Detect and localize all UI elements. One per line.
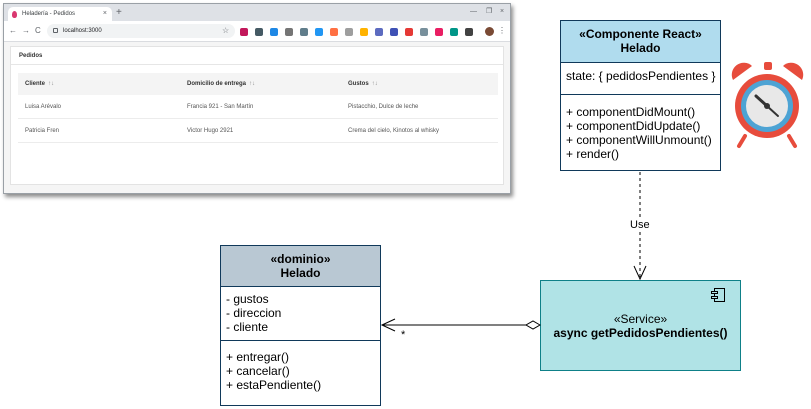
- class-header: «dominio» Helado: [221, 246, 380, 287]
- service-stereotype: «Service»: [613, 312, 668, 326]
- table-row[interactable]: Luisa Arévalo Francia 921 - San Martín P…: [18, 95, 498, 119]
- class-stereotype: «Componente React»: [579, 27, 702, 41]
- extension-icon[interactable]: [300, 28, 308, 36]
- close-window-button[interactable]: ×: [500, 8, 505, 15]
- sort-icon[interactable]: ↑↓: [249, 81, 256, 87]
- browser-screenshot: Heladería - Pedidos × + — ❐ × ← → C loca…: [3, 3, 511, 194]
- extension-icon[interactable]: [240, 28, 248, 36]
- attribute: state: { pedidosPendientes }: [566, 69, 716, 83]
- extension-icon[interactable]: [375, 28, 383, 36]
- class-attributes: - gustos - direccion - cliente: [221, 287, 380, 341]
- class-header: «Componente React» Helado: [561, 21, 720, 63]
- service-component[interactable]: «Service» async getPedidosPendientes(): [540, 280, 741, 371]
- extension-icon[interactable]: [330, 28, 338, 36]
- operation: + entregar(): [226, 350, 290, 364]
- info-icon[interactable]: [53, 28, 58, 33]
- attribute: - cliente: [226, 320, 269, 334]
- browser-toolbar: ← → C localhost:3000 ☆ ⋮: [4, 21, 510, 42]
- minimize-button[interactable]: —: [470, 8, 477, 15]
- sort-icon[interactable]: ↑↓: [48, 81, 55, 87]
- orders-card: Pedidos Cliente↑↓ Domicilio de entrega↑↓…: [10, 46, 504, 185]
- extension-icon[interactable]: [390, 28, 398, 36]
- tab-title: Heladería - Pedidos: [22, 11, 76, 17]
- tab-bar: Heladería - Pedidos × + — ❐ ×: [4, 4, 510, 21]
- cell-cliente: Luisa Arévalo: [25, 104, 62, 110]
- service-name: async getPedidosPendientes(): [553, 326, 728, 340]
- operation: + cancelar(): [226, 364, 290, 378]
- alarm-clock-icon: [731, 62, 804, 148]
- extension-icon[interactable]: [450, 28, 458, 36]
- address-bar[interactable]: localhost:3000: [47, 24, 235, 38]
- browser-tab[interactable]: Heladería - Pedidos ×: [8, 7, 112, 21]
- operation: + componentWillUnmount(): [566, 133, 712, 147]
- column-header-cliente[interactable]: Cliente↑↓: [25, 81, 55, 87]
- class-name: Helado: [280, 266, 321, 280]
- class-operations: + entregar() + cancelar() + estaPendient…: [221, 341, 380, 392]
- card-title: Pedidos: [19, 53, 43, 59]
- use-label: Use: [629, 219, 651, 231]
- extension-icon[interactable]: [360, 28, 368, 36]
- cell-domicilio: Victor Hugo 2921: [187, 128, 234, 134]
- extension-icon[interactable]: [435, 28, 443, 36]
- class-name: Helado: [620, 41, 661, 55]
- cell-cliente: Patricia Fren: [25, 128, 60, 134]
- extension-icon[interactable]: [420, 28, 428, 36]
- class-stereotype: «dominio»: [270, 252, 331, 266]
- card-divider: [11, 64, 503, 65]
- react-component-class[interactable]: «Componente React» Helado state: { pedid…: [560, 20, 721, 171]
- operation: + componentDidMount(): [566, 105, 696, 119]
- extension-icon[interactable]: [315, 28, 323, 36]
- table-row[interactable]: Patricia Fren Victor Hugo 2921 Crema del…: [18, 119, 498, 143]
- browser-menu-icon[interactable]: ⋮: [498, 26, 506, 35]
- tab-close-icon[interactable]: ×: [102, 10, 107, 17]
- cell-domicilio: Francia 921 - San Martín: [187, 104, 254, 110]
- column-header-domicilio[interactable]: Domicilio de entrega↑↓: [187, 81, 256, 87]
- table-header: Cliente↑↓ Domicilio de entrega↑↓ Gustos↑…: [18, 73, 498, 95]
- attribute: - direccion: [226, 306, 282, 320]
- column-header-gustos[interactable]: Gustos↑↓: [348, 81, 378, 87]
- extension-icon[interactable]: [255, 28, 263, 36]
- profile-avatar[interactable]: [485, 27, 494, 36]
- operation: + render(): [566, 147, 620, 161]
- back-button[interactable]: ←: [9, 26, 17, 35]
- sort-icon[interactable]: ↑↓: [371, 81, 378, 87]
- class-attributes: state: { pedidosPendientes }: [561, 63, 720, 95]
- extension-icon[interactable]: [465, 28, 473, 36]
- extension-icon[interactable]: [405, 28, 413, 36]
- operation: + componentDidUpdate(): [566, 119, 701, 133]
- operation: + estaPendiente(): [226, 378, 322, 392]
- cell-gustos: Crema del cielo, Kinotos al whisky: [348, 128, 440, 134]
- page-viewport: Pedidos Cliente↑↓ Domicilio de entrega↑↓…: [4, 42, 510, 193]
- bookmark-star-icon[interactable]: ☆: [222, 26, 230, 35]
- extension-icon[interactable]: [285, 28, 293, 36]
- cell-gustos: Pistacchio, Dulce de leche: [348, 104, 419, 110]
- forward-button[interactable]: →: [22, 26, 30, 35]
- new-tab-button[interactable]: +: [116, 7, 122, 18]
- reload-button[interactable]: C: [35, 26, 41, 35]
- extension-icon[interactable]: [270, 28, 278, 36]
- url-text: localhost:3000: [63, 28, 102, 34]
- extension-icon[interactable]: [345, 28, 353, 36]
- multiplicity-label: *: [401, 329, 406, 341]
- attribute: - gustos: [226, 292, 269, 306]
- component-icon: [711, 288, 725, 302]
- class-operations: + componentDidMount() + componentDidUpda…: [561, 95, 720, 161]
- restore-button[interactable]: ❐: [486, 8, 493, 15]
- dominio-class[interactable]: «dominio» Helado - gustos - direccion - …: [220, 245, 381, 406]
- ice-cream-favicon-icon: [12, 11, 17, 18]
